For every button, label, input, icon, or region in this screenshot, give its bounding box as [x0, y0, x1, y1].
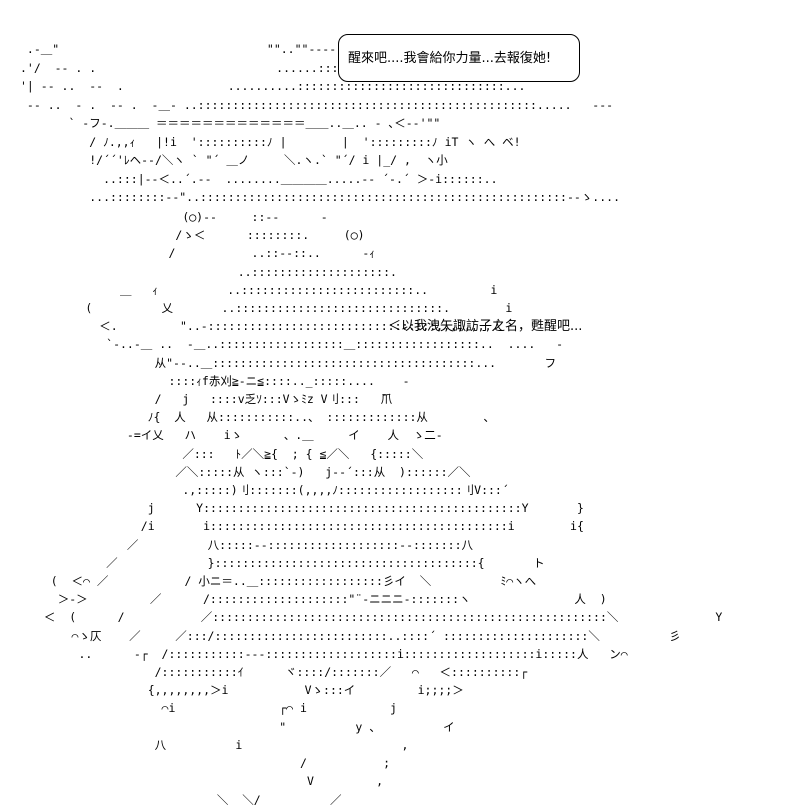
- speech-bubble: [338, 34, 580, 82]
- ascii-art-top-figure: .‐＿" ""..""‐‐‐‐‐‐‐‐..""..´. .'/ ‐‐ . . .…: [20, 42, 621, 204]
- ascii-art-main-figure: (◯)‐‐ ::‐‐ ‐ /ゝ＜ ::::::::. (◯) / ..::‐‐:…: [43, 210, 723, 807]
- speech-bubble-text: 醒來吧....我會給你力量...去報復她!: [348, 51, 552, 66]
- caption-text: ＜以我洩矢諏訪子之名，甦醒吧...: [388, 319, 583, 334]
